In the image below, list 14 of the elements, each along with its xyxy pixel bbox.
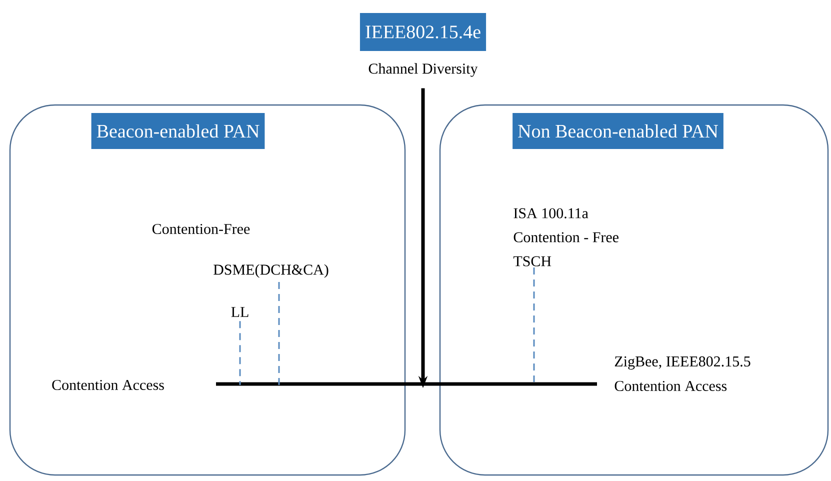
leader-line <box>239 321 241 386</box>
leader-line <box>278 282 280 386</box>
leader-line <box>533 268 535 382</box>
text-label: Contention Access <box>52 380 164 390</box>
panel-heading: Non Beacon-enabled PAN <box>512 113 724 149</box>
text-label: Contention-Free <box>152 224 250 234</box>
standard-box: IEEE802.15.4e <box>360 13 486 51</box>
text-label: ZigBee, IEEE802.15.5 <box>614 356 750 370</box>
protocol-text: DSME(DCH&CA) <box>214 264 328 278</box>
panel-heading: Beacon-enabled PAN <box>91 113 265 149</box>
text-label: Contention Access <box>614 380 727 392</box>
caption-text: Channel Diversity <box>368 63 478 77</box>
protocol-text: ISA 100.11a Contention - Free TSCH <box>513 208 618 266</box>
protocol-text: LL <box>231 307 248 317</box>
